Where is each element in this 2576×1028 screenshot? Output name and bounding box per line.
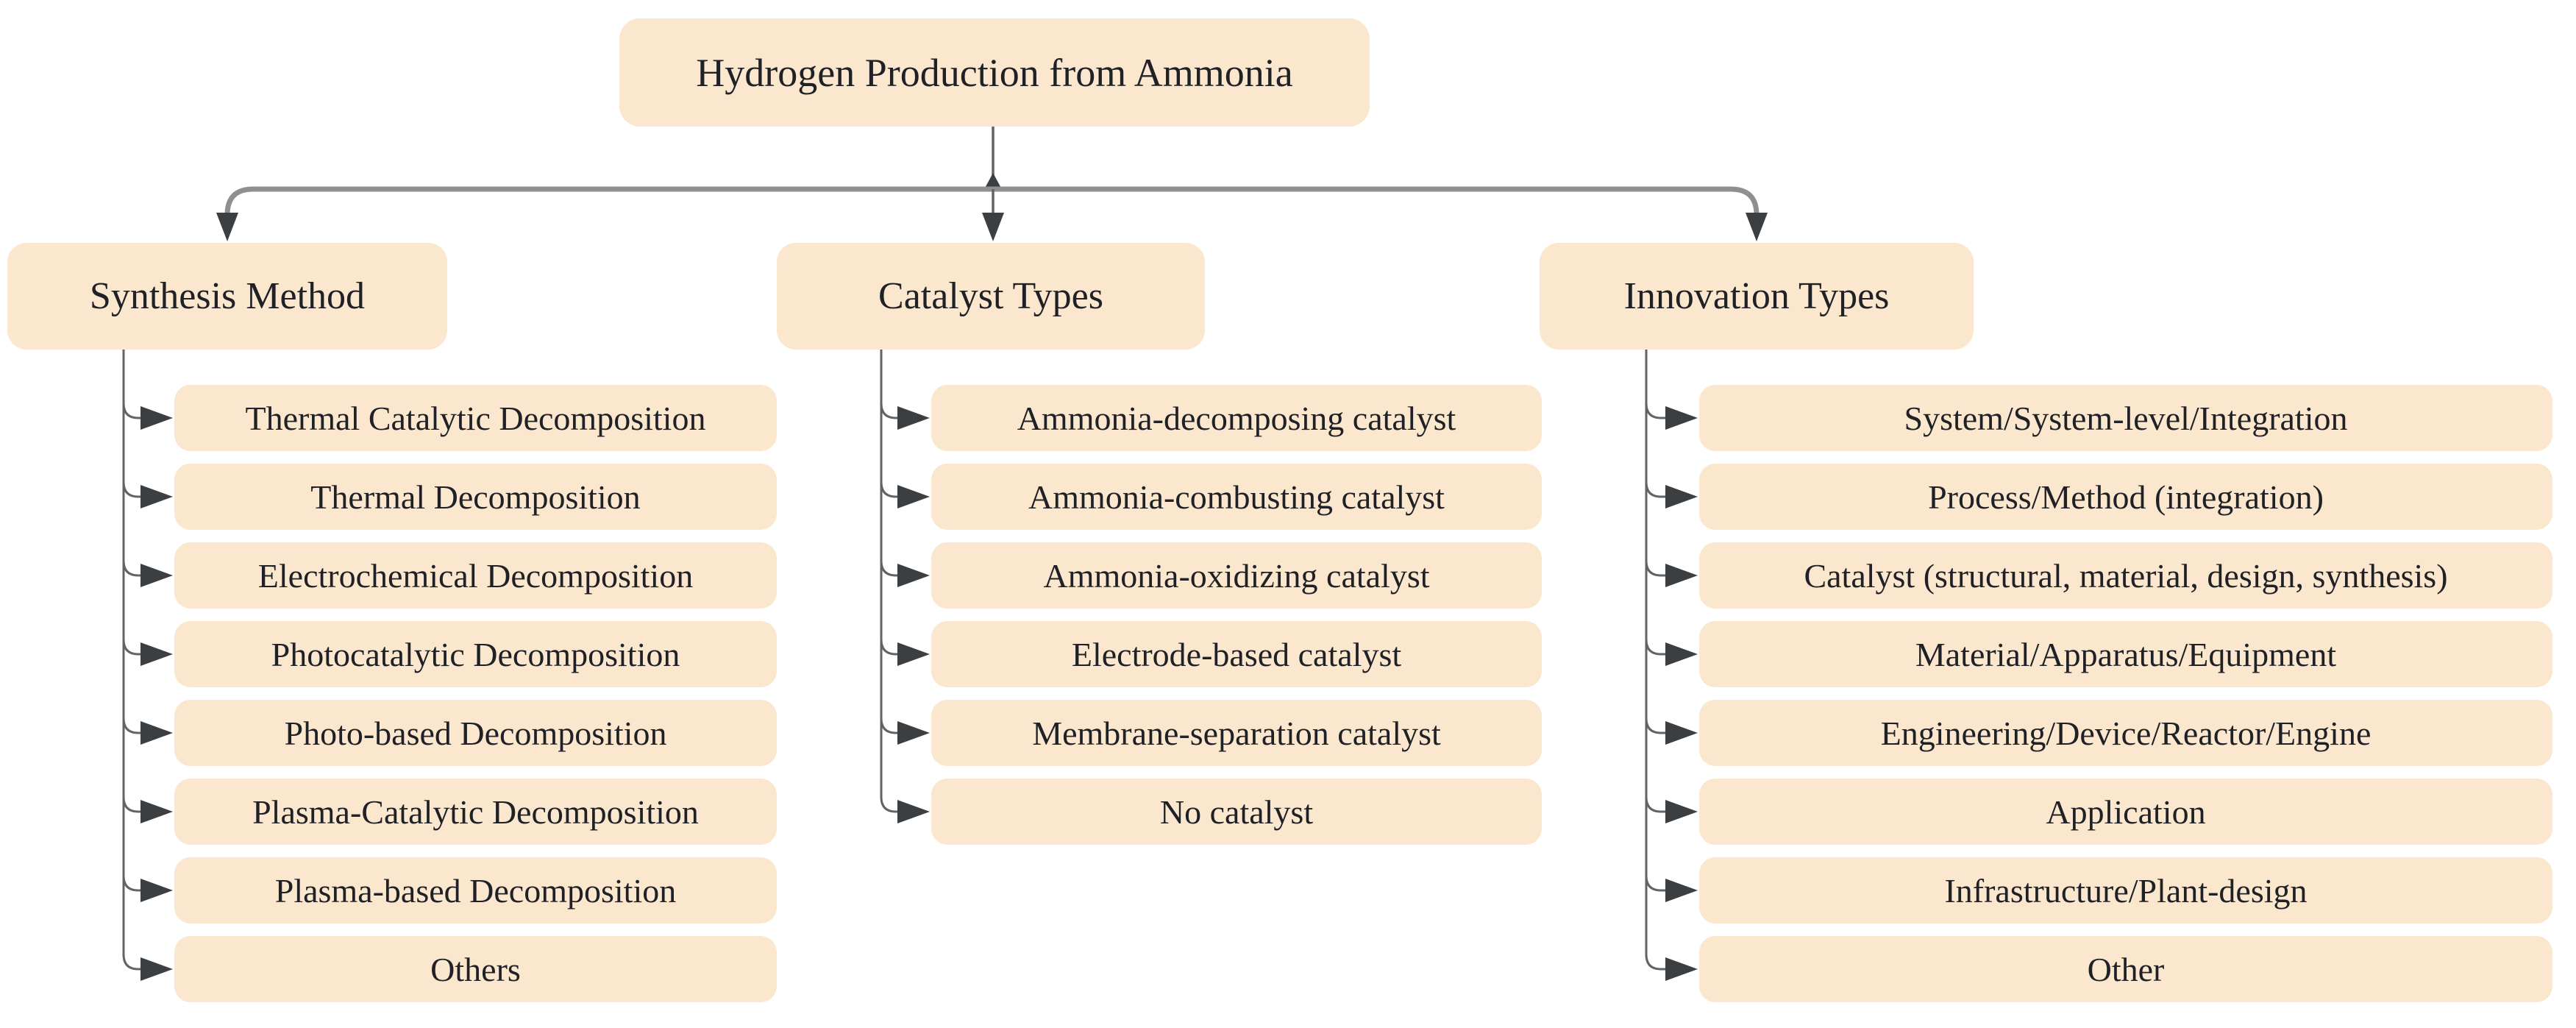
child-node: Ammonia-combusting catalyst — [931, 464, 1542, 530]
child-node: Catalyst (structural, material, design, … — [1699, 542, 2552, 609]
child-node: Thermal Catalytic Decomposition — [174, 385, 777, 451]
child-node: Infrastructure/Plant-design — [1699, 857, 2552, 924]
branch-elbow-line — [122, 875, 142, 892]
branch-elbow-line — [880, 560, 899, 577]
branch-elbow-line — [1645, 639, 1667, 656]
child-node: Plasma-based Decomposition — [174, 857, 777, 924]
branch-elbow-line — [122, 717, 142, 734]
right-arrowhead-icon — [140, 957, 173, 981]
right-arrowhead-icon — [140, 721, 173, 745]
child-node: Ammonia-oxidizing catalyst — [931, 542, 1542, 609]
branch-elbow-line — [880, 481, 899, 498]
right-arrowhead-icon — [140, 800, 173, 823]
right-arrowhead-icon — [140, 485, 173, 508]
right-arrowhead-icon — [897, 800, 930, 823]
child-node: Membrane-separation catalyst — [931, 700, 1542, 766]
branch-elbow-line — [1645, 481, 1667, 498]
child-node: Photocatalytic Decomposition — [174, 621, 777, 687]
right-arrowhead-icon — [897, 564, 930, 587]
child-node: Electrochemical Decomposition — [174, 542, 777, 609]
right-arrowhead-icon — [1665, 879, 1698, 902]
branch-elbow-line — [1645, 875, 1667, 892]
child-node: Ammonia-decomposing catalyst — [931, 385, 1542, 451]
right-arrowhead-icon — [140, 406, 173, 430]
child-node: Thermal Decomposition — [174, 464, 777, 530]
branch-elbow-line — [122, 481, 142, 498]
branch-elbow-line — [880, 717, 899, 734]
right-arrowhead-icon — [1665, 642, 1698, 666]
child-node: Material/Apparatus/Equipment — [1699, 621, 2552, 687]
child-node: System/System-level/Integration — [1699, 385, 2552, 451]
branch-elbow-line — [122, 560, 142, 577]
right-arrowhead-icon — [897, 485, 930, 508]
right-arrowhead-icon — [897, 406, 930, 430]
right-arrowhead-icon — [1665, 721, 1698, 745]
column-spine-line — [122, 350, 142, 971]
right-arrowhead-icon — [1665, 957, 1698, 981]
header-node-catalyst-types: Catalyst Types — [777, 243, 1205, 350]
child-node: Photo-based Decomposition — [174, 700, 777, 766]
right-arrowhead-icon — [140, 564, 173, 587]
right-arrowhead-icon — [897, 642, 930, 666]
child-node: Application — [1699, 779, 2552, 845]
column-spine-line — [1645, 350, 1667, 971]
child-node: No catalyst — [931, 779, 1542, 845]
child-node: Electrode-based catalyst — [931, 621, 1542, 687]
header-node-synthesis-method: Synthesis Method — [7, 243, 447, 350]
junction-caret-icon — [986, 173, 1000, 187]
branch-elbow-line — [1645, 560, 1667, 577]
right-arrowhead-icon — [1665, 564, 1698, 587]
child-node: Engineering/Device/Reactor/Engine — [1699, 700, 2552, 766]
child-node: Plasma-Catalytic Decomposition — [174, 779, 777, 845]
branch-elbow-line — [1645, 796, 1667, 813]
right-arrowhead-icon — [140, 642, 173, 666]
branch-elbow-line — [122, 403, 142, 419]
column-spine-line — [880, 350, 899, 813]
branch-elbow-line — [1645, 717, 1667, 734]
down-arrowhead-icon — [216, 213, 238, 241]
branch-elbow-line — [880, 403, 899, 419]
right-arrowhead-icon — [1665, 800, 1698, 823]
right-arrowhead-icon — [897, 721, 930, 745]
branch-elbow-line — [122, 796, 142, 813]
branch-elbow-line — [880, 639, 899, 656]
right-arrowhead-icon — [140, 879, 173, 902]
root-node-hydrogen-production: Hydrogen Production from Ammonia — [619, 18, 1370, 127]
down-arrowhead-icon — [982, 213, 1004, 241]
right-arrowhead-icon — [1665, 406, 1698, 430]
branch-elbow-line — [1645, 403, 1667, 419]
right-arrowhead-icon — [1665, 485, 1698, 508]
header-node-innovation-types: Innovation Types — [1540, 243, 1974, 350]
child-node: Process/Method (integration) — [1699, 464, 2552, 530]
branch-elbow-line — [122, 639, 142, 656]
child-node: Other — [1699, 936, 2552, 1002]
down-arrowhead-icon — [1746, 213, 1768, 241]
child-node: Others — [174, 936, 777, 1002]
